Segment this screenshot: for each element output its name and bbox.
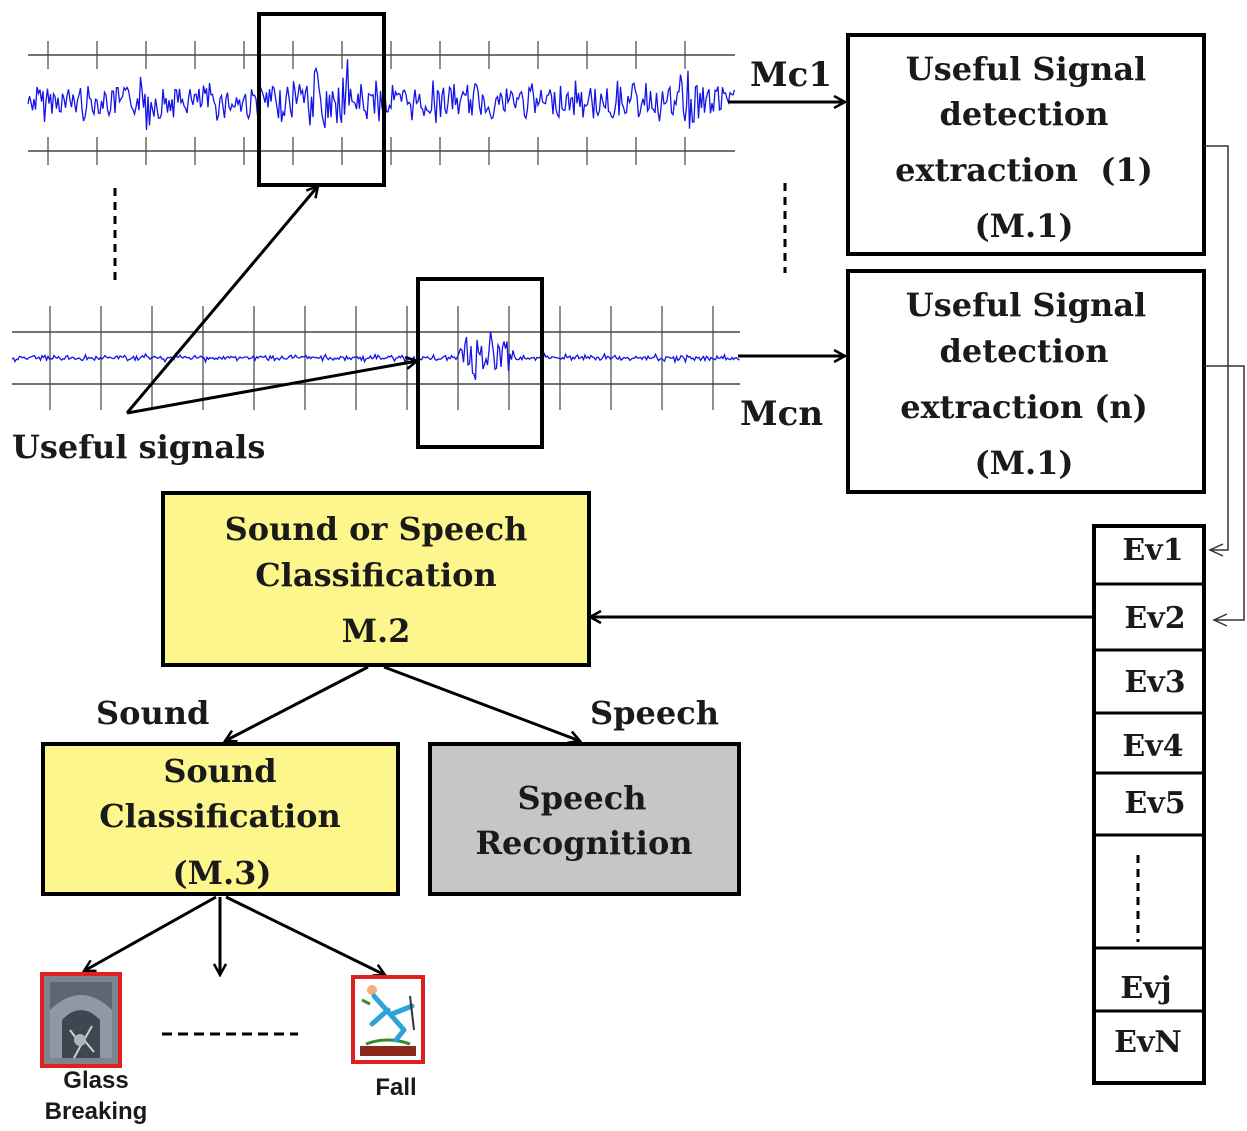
event-ev1: Ev1 bbox=[1122, 533, 1183, 568]
branch-label-sound: Sound bbox=[96, 694, 209, 732]
useful-signal-pointer-mcn bbox=[126, 361, 417, 415]
channel-label-mc1: Mc1 bbox=[750, 55, 832, 95]
useful-signal-window-mc1 bbox=[257, 12, 386, 187]
event-ev3: Ev3 bbox=[1124, 665, 1185, 700]
detection-box-1-line2: detection bbox=[940, 95, 1109, 133]
speech-recognition-line1: Speech bbox=[518, 779, 647, 817]
sound-classification-line2: Classification bbox=[99, 797, 341, 835]
detection-box-n-line4: (M.1) bbox=[974, 444, 1073, 482]
detection-box-1-line1: Useful Signal bbox=[906, 50, 1146, 88]
glass-breaking-label-line2: Breaking bbox=[45, 1098, 148, 1125]
detection-box-1: Useful Signal detection extraction (1) (… bbox=[846, 33, 1206, 256]
connector-detection-1-to-ev1 bbox=[1204, 145, 1229, 557]
fall-label: Fall bbox=[375, 1074, 416, 1101]
signal-trace-mcn bbox=[11, 306, 740, 410]
arrow-to-fall bbox=[225, 895, 385, 975]
classification-line1: Sound or Speech bbox=[225, 510, 528, 548]
detection-box-n: Useful Signal detection extraction (n) (… bbox=[846, 269, 1206, 494]
fall-icon bbox=[351, 975, 425, 1064]
detection-box-1-line3: extraction (1) bbox=[895, 151, 1153, 189]
event-evn: EvN bbox=[1114, 1025, 1182, 1060]
classification-line2: Classification bbox=[255, 556, 497, 594]
detection-box-n-line1: Useful Signal bbox=[906, 286, 1146, 324]
detection-box-n-line3: extraction (n) bbox=[900, 388, 1148, 426]
sound-classification-box: Sound Classification (M.3) bbox=[41, 742, 400, 896]
speech-recognition-line2: Recognition bbox=[475, 824, 692, 862]
event-ev5: Ev5 bbox=[1124, 786, 1185, 821]
speech-recognition-box: Speech Recognition bbox=[428, 742, 741, 896]
useful-signals-label: Useful signals bbox=[12, 428, 265, 466]
event-ev2: Ev2 bbox=[1124, 601, 1185, 636]
arrow-to-speech-recognition bbox=[383, 665, 580, 741]
sound-or-speech-classification-box: Sound or Speech Classification M.2 bbox=[161, 491, 591, 667]
detection-box-n-line2: detection bbox=[940, 332, 1109, 370]
glass-breaking-icon bbox=[40, 972, 122, 1068]
sound-classification-line3: (M.3) bbox=[172, 854, 271, 892]
event-evj: Evj bbox=[1120, 971, 1171, 1006]
signal-trace-mc1 bbox=[27, 41, 736, 165]
glass-breaking-label-line1: Glass bbox=[63, 1067, 128, 1094]
useful-signal-window-mcn bbox=[416, 277, 544, 449]
classification-line3: M.2 bbox=[342, 612, 411, 650]
sound-classification-line1: Sound bbox=[163, 752, 276, 790]
detection-box-1-line4: (M.1) bbox=[974, 207, 1073, 245]
branch-label-speech: Speech bbox=[590, 694, 719, 732]
event-queue: Ev1 Ev2 Ev3 Ev4 Ev5 Evj EvN bbox=[1092, 524, 1206, 1085]
event-ev4: Ev4 bbox=[1122, 729, 1183, 764]
arrow-to-glass-breaking bbox=[84, 895, 217, 973]
useful-signal-pointer-mc1 bbox=[125, 186, 318, 414]
arrow-to-sound-classification bbox=[225, 665, 369, 741]
connector-detection-n-to-ev2 bbox=[1204, 365, 1245, 627]
channel-label-mcn: Mcn bbox=[740, 394, 823, 434]
